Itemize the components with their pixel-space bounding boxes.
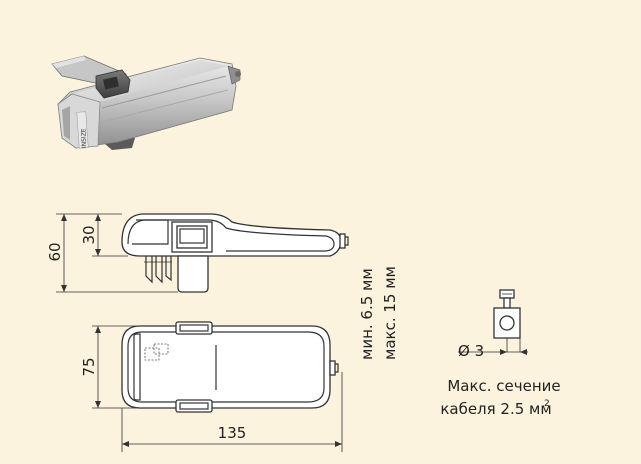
- cable-min-label: мин. 6.5 мм: [358, 268, 376, 360]
- dimension-75-label: 75: [80, 357, 98, 376]
- caption-line-1: Макс. сечение: [447, 377, 560, 395]
- top-view: [121, 321, 339, 413]
- dimension-30: 30: [80, 214, 128, 257]
- product-photo: INSIZE: [51, 55, 241, 150]
- dimension-135-label: 135: [218, 424, 247, 442]
- dimension-75: 75: [80, 325, 140, 409]
- dimension-60-label: 60: [46, 242, 64, 261]
- side-view: [121, 213, 349, 293]
- terminal-detail: Ø 3: [458, 289, 528, 360]
- cable-max-label: макс. 15 мм: [381, 266, 399, 360]
- caption-superscript: 2: [544, 399, 550, 409]
- product-logo-text: INSIZE: [80, 128, 88, 148]
- caption-line-2: кабеля 2.5 мм: [440, 400, 551, 418]
- dimension-30-label: 30: [80, 225, 98, 244]
- dimension-135: 135: [121, 372, 343, 452]
- screw-diameter-label: Ø 3: [458, 342, 484, 360]
- dimension-60: 60: [46, 213, 178, 293]
